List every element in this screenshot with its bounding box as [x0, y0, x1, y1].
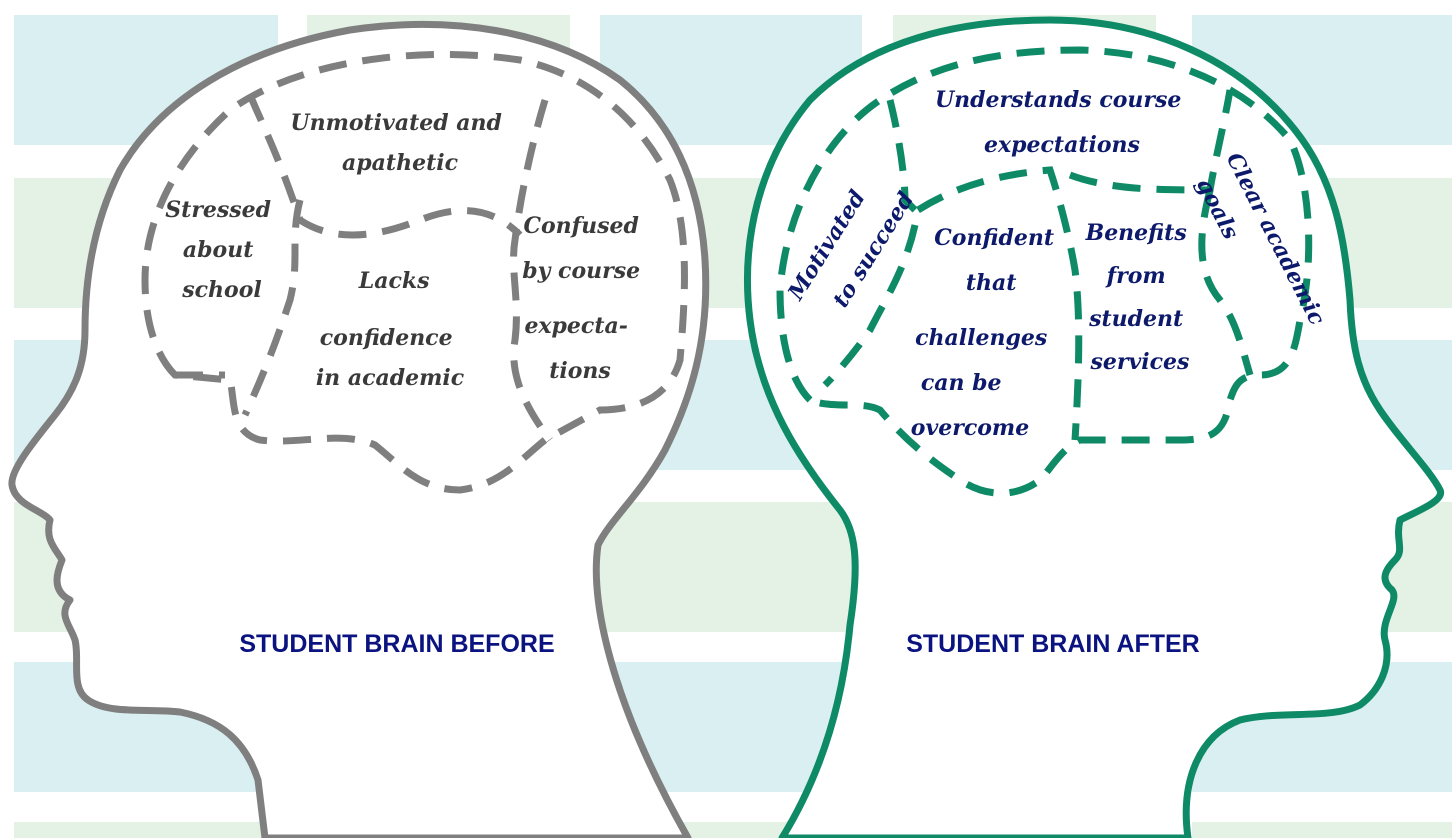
before-confused-line2: by course	[522, 258, 640, 284]
head-after-label: STUDENT BRAIN AFTER	[906, 630, 1200, 658]
head-after-outline	[744, 16, 1445, 838]
head-before-label: STUDENT BRAIN BEFORE	[239, 630, 554, 658]
before-confused-line4: tions	[549, 358, 611, 384]
after-benefits-line4: services	[1090, 349, 1190, 375]
after-confident-line4: can be	[921, 370, 1002, 396]
before-confused-line1: Confused	[523, 213, 638, 239]
after-confident-line2: that	[966, 270, 1017, 296]
before-unmotivated-line2: apathetic	[342, 150, 459, 176]
before-stressed-line1: Stressed	[165, 197, 271, 223]
head-before-outline	[8, 20, 710, 838]
svg-text:Understands course expec: Understands course expectations	[935, 87, 1189, 158]
svg-text:Confident that cha: Confident that challenges can be overcom…	[911, 225, 1062, 441]
brain-after-dashes	[776, 46, 1313, 497]
brain-before-dashes	[141, 50, 688, 494]
before-stressed-line2: about	[183, 237, 253, 263]
svg-text:Lacks confidence i: Lacks confidence in academic	[316, 268, 465, 391]
after-confident-line3: challenges	[915, 325, 1047, 351]
after-confident-line5: overcome	[911, 415, 1029, 441]
after-understands-line2: expectations	[984, 132, 1140, 158]
before-lacks-line1: Lacks	[358, 268, 430, 294]
before-lacks-line3: in academic	[316, 365, 465, 391]
after-benefits-line1: Benefits	[1085, 220, 1187, 246]
background-tile	[600, 502, 862, 632]
svg-text:Benefits from stud: Benefits from student services	[1085, 220, 1195, 375]
before-lacks-line2: confidence	[320, 325, 453, 351]
after-understands-line1: Understands course	[935, 87, 1181, 113]
head-before: Unmotivated and apathetic Stressed about…	[8, 20, 710, 838]
head-after: Understands course expectations Motivate…	[744, 16, 1445, 838]
after-benefits-line2: from	[1105, 263, 1166, 289]
background-tile	[14, 822, 278, 838]
before-unmotivated-line1: Unmotivated and	[290, 110, 502, 136]
svg-text:Confused by course: Confused by course expecta- tions	[522, 213, 648, 384]
after-confident-line1: Confident	[934, 225, 1054, 251]
before-confused-line3: expecta-	[524, 313, 627, 339]
before-stressed-line3: school	[181, 277, 261, 303]
background-tile	[1192, 822, 1452, 838]
svg-text:Stressed about sch: Stressed about school	[165, 197, 278, 303]
svg-text:Unmotivated and apatheti: Unmotivated and apathetic	[290, 110, 509, 176]
after-benefits-line3: student	[1088, 306, 1183, 332]
